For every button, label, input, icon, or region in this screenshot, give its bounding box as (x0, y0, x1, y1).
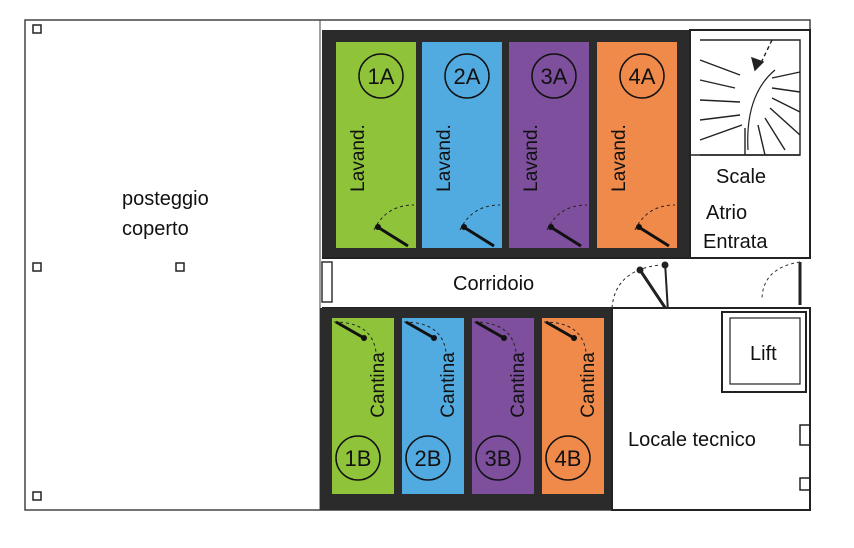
stairs-label-line1: Scale (716, 166, 766, 188)
cellar-unit-3B: 3B Cantina (472, 318, 534, 494)
laundry-number: 1A (368, 64, 395, 89)
lift-label: Lift (750, 343, 777, 365)
door-leaf-icon (548, 224, 582, 248)
cellar-group: 1B Cantina 2B Cantina 3B Cantina 4B Cantina (332, 318, 604, 494)
corridor-label: Corridoio (453, 273, 534, 295)
door-leaf-icon (461, 224, 495, 248)
unit-number-circle (545, 435, 591, 481)
laundry-unit-4A: 4A Lavand. (597, 42, 677, 248)
cellar-number: 3B (485, 446, 512, 471)
laundry-label: Lavand. (348, 124, 369, 192)
unit-number-circle (475, 435, 521, 481)
cellar-unit-2B: 2B Cantina (402, 318, 464, 494)
unit-number-circle (444, 53, 490, 99)
door-hinge-icon (431, 335, 437, 341)
cellar-label: Cantina (508, 352, 529, 418)
cellar-label: Cantina (368, 352, 389, 418)
laundry-number: 2A (454, 64, 481, 89)
door-hinge-icon (571, 335, 577, 341)
door-hinge-icon (636, 224, 642, 230)
door-swing-icon (473, 321, 517, 353)
unit-number-circle (335, 435, 381, 481)
laundry-unit-3A: 3A Lavand. (509, 42, 589, 248)
door-hinge-icon (501, 335, 507, 341)
cellar-unit-1B: 1B Cantina (332, 318, 394, 494)
unit-number-circle (405, 435, 451, 481)
door-hinge-icon (375, 224, 381, 230)
corridor-area (322, 258, 812, 308)
laundry-label: Lavand. (434, 124, 455, 192)
cellar-room (332, 318, 394, 494)
pillar-marker (32, 491, 42, 501)
cellar-unit-4B: 4B Cantina (542, 318, 604, 494)
pillar-marker (32, 24, 42, 34)
door-leaf-icon (545, 320, 575, 340)
door-swing-icon (543, 321, 587, 353)
parking-label-line2: coperto (122, 218, 189, 240)
laundry-number: 3A (541, 64, 568, 89)
cellar-label: Cantina (438, 352, 459, 418)
door-leaf-icon (335, 320, 365, 340)
lift-cabin (729, 317, 801, 385)
cellar-number: 4B (555, 446, 582, 471)
door-leaf-icon (636, 224, 670, 248)
door-leaf-icon (375, 224, 409, 248)
laundry-unit-1A: 1A Lavand. (336, 42, 416, 248)
cellar-room (472, 318, 534, 494)
unit-number-circle (531, 53, 577, 99)
door-swing-icon (403, 321, 447, 353)
laundry-number: 4A (629, 64, 656, 89)
laundry-unit-2A: 2A Lavand. (422, 42, 502, 248)
door-leaf-icon (475, 320, 505, 340)
cellar-room (542, 318, 604, 494)
door-swing-icon (546, 204, 588, 231)
laundry-label: Lavand. (521, 124, 542, 192)
cellar-room (402, 318, 464, 494)
parking-label-line1: posteggio (122, 188, 209, 210)
door-leaf-icon (405, 320, 435, 340)
door-hinge-icon (361, 335, 367, 341)
wall-niche (799, 477, 810, 491)
laundry-label: Lavand. (609, 124, 630, 192)
cellar-label: Cantina (578, 352, 599, 418)
unit-number-circle (358, 53, 404, 99)
door-swing-icon (634, 204, 676, 231)
pillar-marker (175, 262, 185, 272)
door-hinge-icon (461, 224, 467, 230)
cellar-number: 2B (415, 446, 442, 471)
lift-shaft (721, 311, 807, 393)
corridor-window (321, 261, 333, 303)
door-swing-icon (373, 204, 415, 231)
wall-niche (799, 424, 810, 446)
technical-room-label: Locale tecnico (628, 429, 756, 451)
stairs-label-line2: Atrio (706, 202, 747, 224)
entrance-door-swing-icon (761, 261, 801, 301)
stairs-label-line3: Entrata (703, 231, 768, 253)
door-swing-icon (459, 204, 501, 231)
door-swing-icon (333, 321, 377, 353)
laundry-group: 1A Lavand. 2A Lavand. 3A Lavand. 4A Lavand. (336, 42, 677, 248)
door-hinge-icon (548, 224, 554, 230)
pillar-marker (32, 262, 42, 272)
stairs-room (689, 29, 811, 259)
cellar-number: 1B (345, 446, 372, 471)
unit-number-circle (619, 53, 665, 99)
